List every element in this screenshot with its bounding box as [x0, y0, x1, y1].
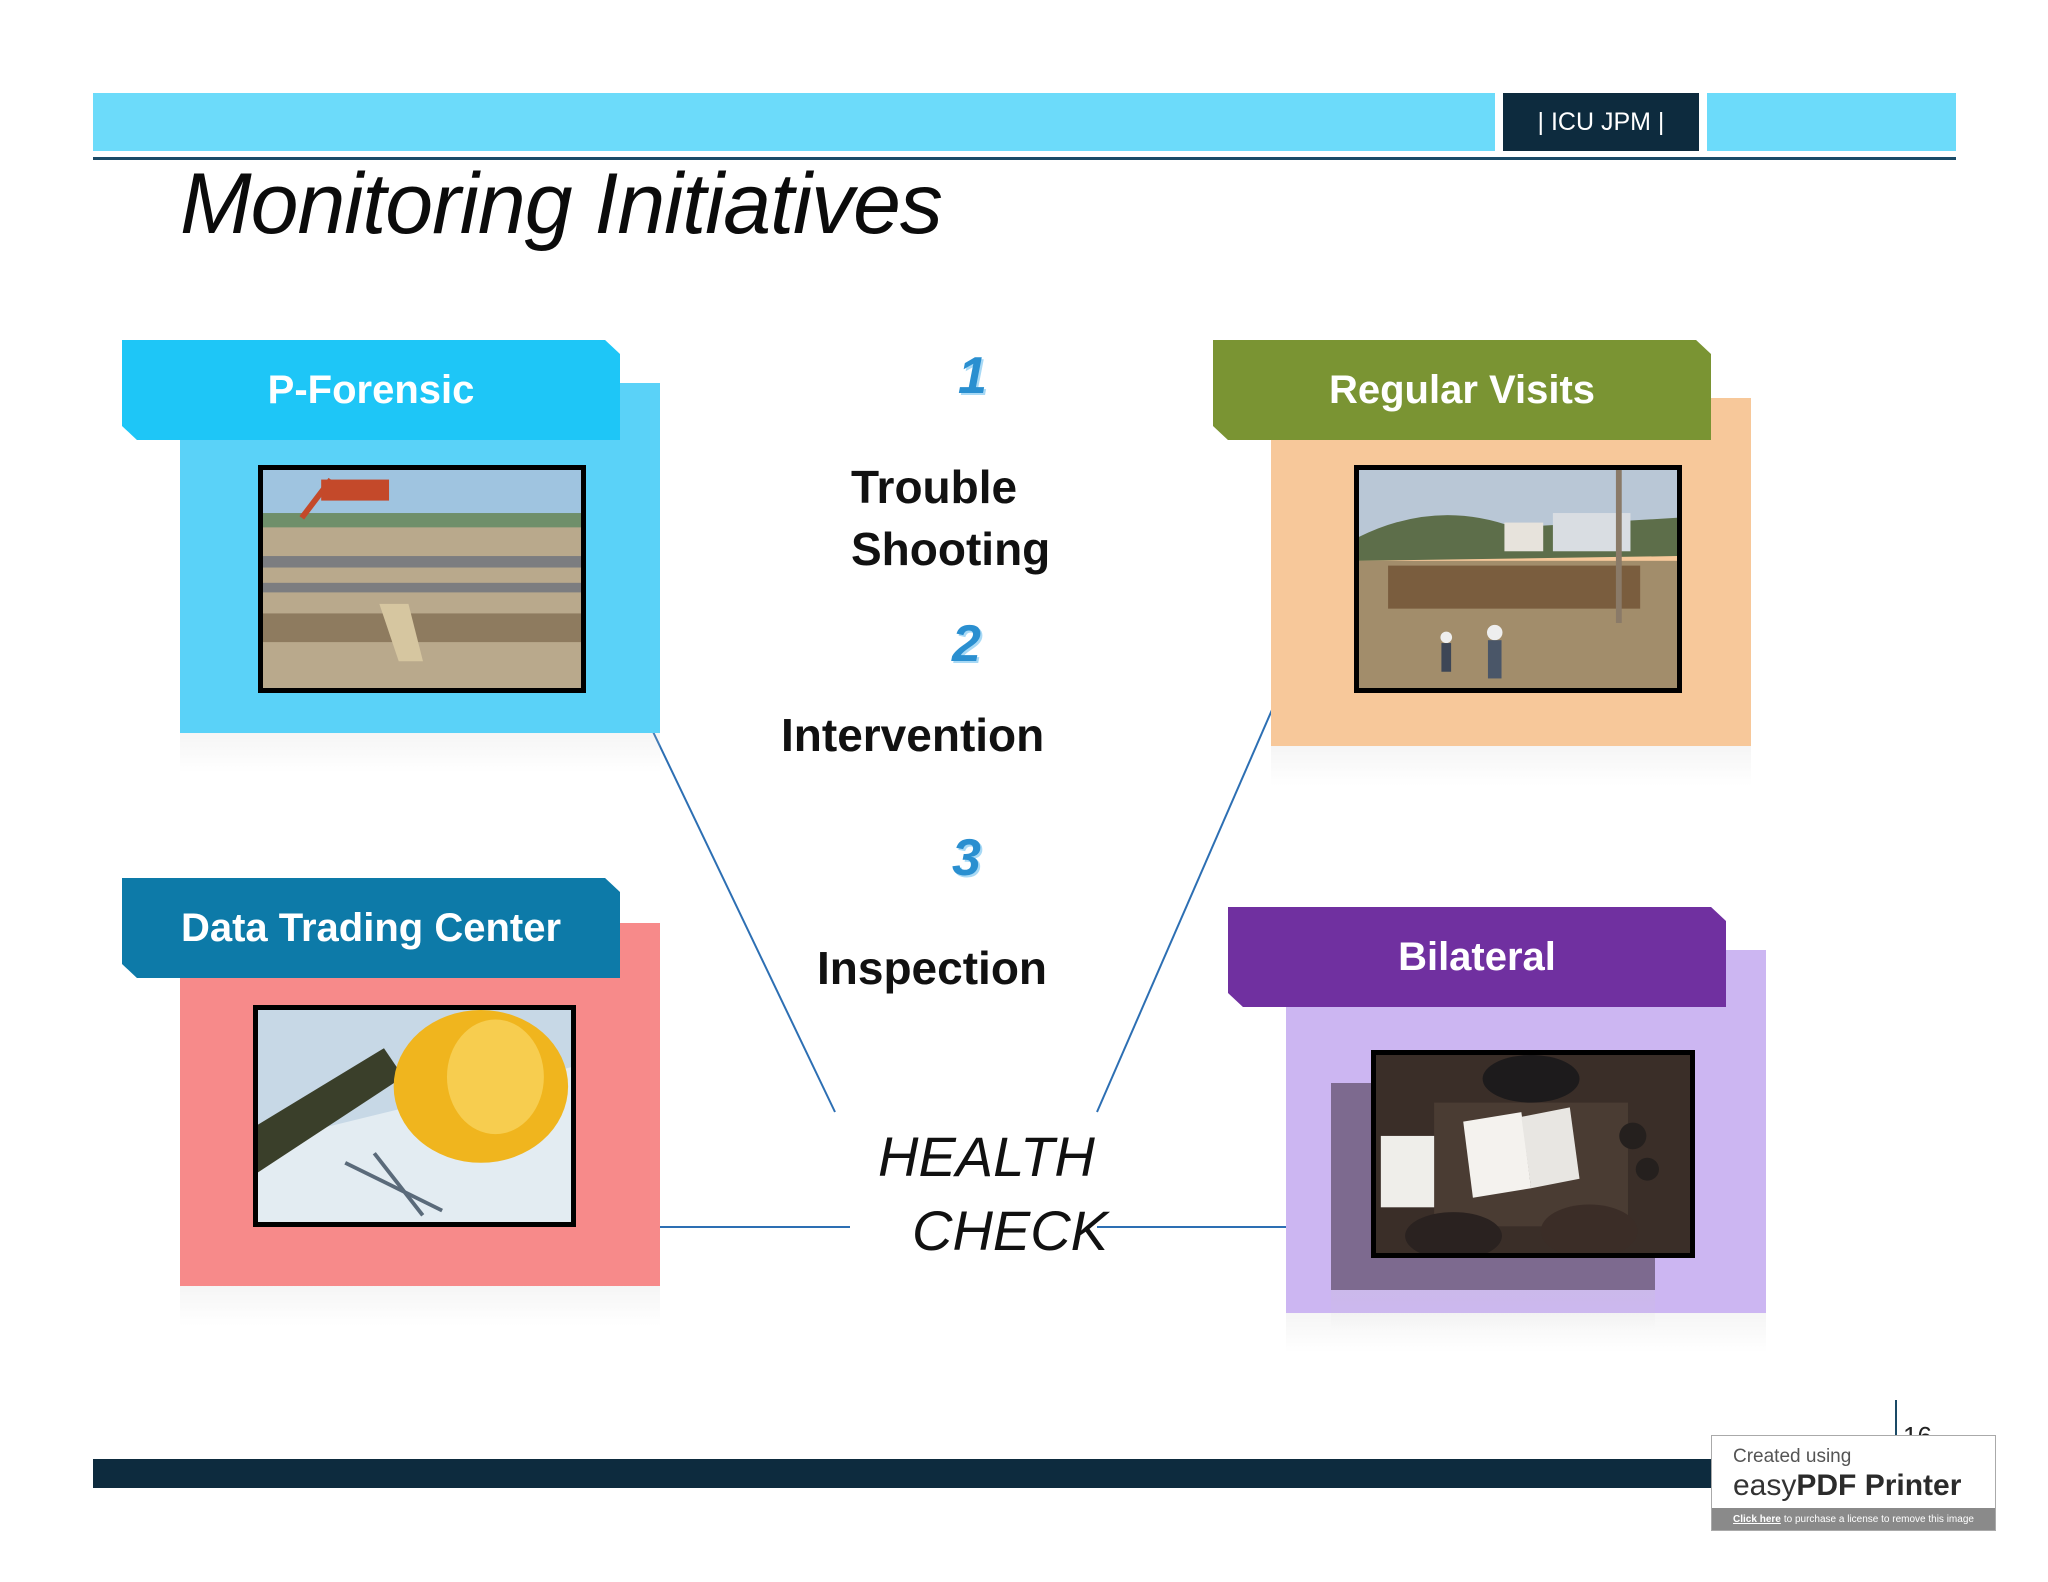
step-2-number: 2 — [952, 615, 981, 673]
p-forensic-tab: P-Forensic — [122, 340, 620, 440]
health-check-line2: CHECK — [912, 1199, 1109, 1262]
health-check-line1: HEALTH — [878, 1125, 1095, 1188]
bilateral-photo — [1371, 1050, 1695, 1258]
step-1-number: 1 — [958, 347, 987, 405]
arrow-to-p-forensic — [631, 690, 836, 1113]
page-number-rule — [1895, 1400, 1897, 1450]
watermark-brand: easyPDF Printer — [1733, 1469, 1962, 1502]
data-trading-photo — [253, 1005, 576, 1227]
arrow-to-regular-visits — [1096, 678, 1288, 1113]
watermark[interactable]: Created using easyPDF Printer Click here… — [1711, 1435, 1996, 1531]
header-tag-gap — [1699, 93, 1707, 151]
watermark-footer: Click here to purchase a license to remo… — [1712, 1508, 1995, 1530]
regular-visits-tab: Regular Visits — [1213, 340, 1711, 440]
regular-visits-photo — [1354, 465, 1682, 693]
footer-band — [93, 1459, 1713, 1488]
step-1-label-line2: Shooting — [851, 523, 1051, 575]
step-3-number: 3 — [952, 829, 981, 887]
watermark-created: Created using — [1733, 1446, 1852, 1467]
watermark-link[interactable]: Click here — [1733, 1513, 1781, 1525]
header-tag-gap — [1495, 93, 1503, 151]
p-forensic-photo — [258, 465, 586, 693]
step-3-label: Inspection — [817, 942, 1048, 994]
watermark-footer-text: to purchase a license to remove this ima… — [1783, 1513, 1974, 1525]
step-2-label: Intervention — [781, 709, 1045, 761]
header-rule — [93, 157, 1956, 160]
step-1-label-line1: Trouble — [851, 461, 1018, 513]
bilateral-tab: Bilateral — [1228, 907, 1726, 1007]
page-title: Monitoring Initiatives — [180, 156, 943, 252]
header-tag: | ICU JPM | — [1503, 93, 1699, 151]
data-trading-tab: Data Trading Center — [122, 878, 620, 978]
